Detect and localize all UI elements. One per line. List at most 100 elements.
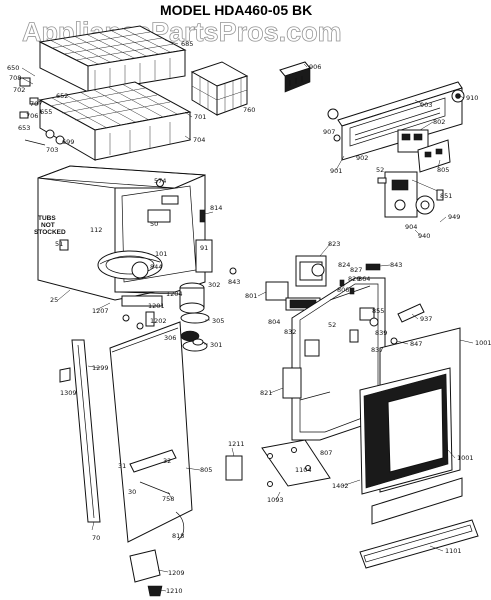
label-1001a: 1001: [475, 339, 491, 347]
label-653: 653: [18, 124, 30, 132]
label-699: 699: [62, 138, 74, 146]
label-910: 910: [466, 94, 478, 102]
label-701: 701: [194, 113, 206, 121]
label-1104: 1104: [295, 466, 312, 474]
label-864: 864: [358, 275, 370, 283]
lower-rack: [19, 77, 192, 161]
tub: [37, 165, 237, 301]
label-839: 839: [375, 329, 387, 337]
label-1202: 1202: [150, 317, 167, 325]
label-708: 708: [9, 74, 21, 82]
label-707: 707: [30, 100, 42, 108]
label-837: 837: [371, 346, 383, 354]
label-1207: 1207: [92, 307, 109, 315]
label-821: 821: [260, 389, 272, 397]
label-30: 30: [128, 488, 136, 496]
label-801: 801: [245, 292, 257, 300]
part-labels: 650 708 702 652 707 655 706 653 699 703 …: [7, 40, 491, 595]
label-702: 702: [13, 86, 25, 94]
label-823: 823: [328, 240, 340, 248]
label-91: 91: [200, 244, 208, 252]
label-302: 302: [208, 281, 220, 289]
label-685: 685: [181, 40, 193, 48]
label-949: 949: [448, 213, 460, 221]
label-760: 760: [243, 106, 255, 114]
tubs-note-3: STOCKED: [34, 229, 66, 236]
label-1211: 1211: [228, 440, 245, 448]
label-31: 31: [118, 462, 126, 470]
label-1210: 1210: [166, 587, 183, 595]
label-706: 706: [26, 112, 38, 120]
label-826: 826: [348, 275, 360, 283]
leader-lines: [21, 39, 474, 592]
label-1201: 1201: [148, 302, 165, 310]
label-758: 758: [162, 495, 174, 503]
upper-rack: [38, 25, 187, 93]
label-50: 50: [150, 220, 158, 228]
label-843a: 843: [228, 278, 240, 286]
bracket-906: [279, 61, 311, 93]
label-847: 847: [410, 340, 422, 348]
label-1001b: 1001: [457, 454, 474, 462]
label-1093: 1093: [267, 496, 284, 504]
switch-assembly: [377, 129, 451, 218]
label-101: 101: [155, 250, 167, 258]
label-907: 907: [323, 128, 335, 136]
label-1299: 1299: [92, 364, 109, 372]
label-824: 824: [338, 261, 350, 269]
control-panel: [327, 81, 465, 161]
label-855: 855: [372, 307, 384, 315]
label-306: 306: [164, 334, 176, 342]
label-652: 652: [56, 92, 68, 100]
label-51: 51: [55, 240, 63, 248]
label-703: 703: [46, 146, 58, 154]
tubs-note-2: NOT: [41, 222, 55, 229]
label-1204: 1204: [166, 290, 183, 298]
label-805: 805: [437, 166, 449, 174]
hinge-kickplate: [261, 439, 479, 569]
label-1101: 1101: [445, 547, 462, 555]
label-802: 802: [433, 118, 445, 126]
label-650: 650: [7, 64, 19, 72]
label-574: 574: [154, 177, 166, 185]
label-1209: 1209: [168, 569, 185, 577]
label-906: 906: [309, 63, 321, 71]
label-70: 70: [92, 534, 100, 542]
label-807: 807: [320, 449, 332, 457]
label-25: 25: [50, 296, 58, 304]
label-904: 904: [405, 223, 417, 231]
label-52a: 52: [376, 166, 384, 174]
label-52b: 52: [328, 321, 336, 329]
label-844: 844: [150, 263, 162, 271]
label-940: 940: [418, 232, 430, 240]
model-title: MODEL HDA460-05 BK: [160, 2, 312, 18]
tubs-note-1: TUBS: [38, 215, 56, 222]
label-901: 901: [330, 167, 342, 175]
label-1309: 1309: [60, 389, 77, 397]
label-804: 804: [268, 318, 280, 326]
label-704: 704: [193, 136, 205, 144]
label-655: 655: [40, 108, 52, 116]
label-805b: 805: [200, 466, 212, 474]
label-843b: 843: [390, 261, 402, 269]
side-panels: [59, 321, 243, 597]
label-32: 32: [163, 457, 171, 465]
silverware-basket: [190, 61, 249, 116]
label-814: 814: [210, 204, 222, 212]
label-832: 832: [284, 328, 296, 336]
label-1402: 1402: [332, 482, 349, 490]
label-851: 851: [440, 192, 452, 200]
label-903: 903: [420, 101, 432, 109]
pump-motor-assembly: [114, 282, 210, 352]
label-806: 806: [337, 286, 349, 294]
label-301: 301: [210, 341, 222, 349]
label-112: 112: [90, 226, 102, 234]
label-818: 818: [172, 532, 184, 540]
label-305: 305: [212, 317, 224, 325]
label-902: 902: [356, 154, 368, 162]
label-937: 937: [420, 315, 432, 323]
outer-door-panels: [359, 327, 461, 495]
label-827: 827: [350, 266, 362, 274]
